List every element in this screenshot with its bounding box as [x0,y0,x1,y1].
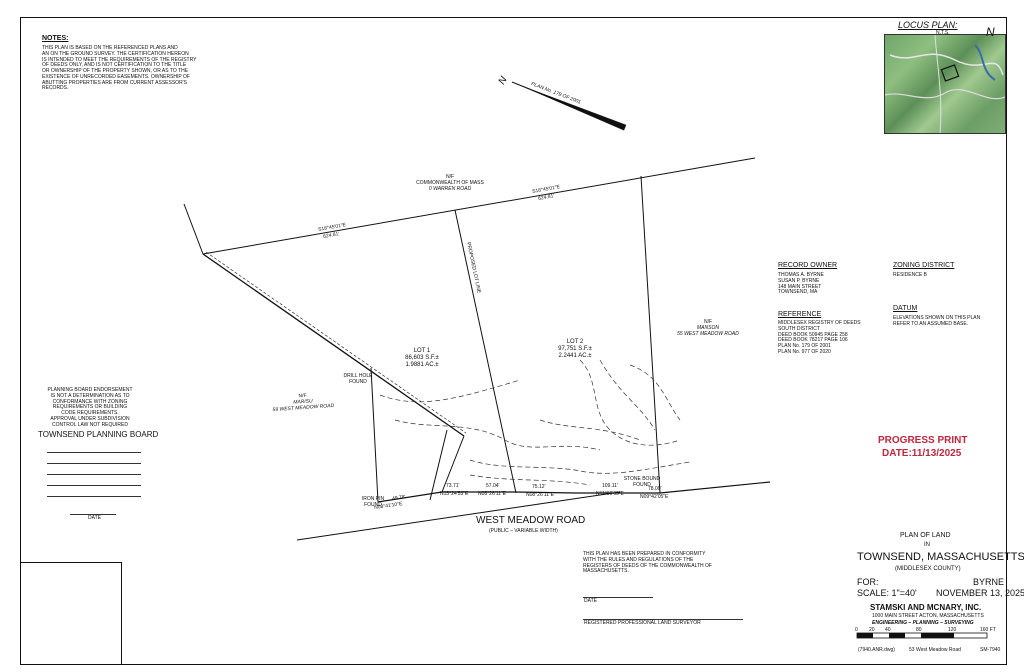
registry-date-line [583,597,653,598]
scale-tick-20: 20 [869,627,875,633]
locus-north-letter: N [986,25,995,39]
rd-bearing-4: N11°09'05"E [596,491,624,497]
for-label: FOR: [857,577,879,587]
dwg-file: (7940.ANR.dwg) [858,647,895,653]
sheet-border [20,17,1007,665]
rd-dist-1: 57.04' [486,483,500,489]
rd-dist-5: 78.00' [648,486,662,492]
datum-text: ELEVATIONS SHOWN ON THIS PLAN REFER TO A… [893,315,981,327]
road-name: WEST MEADOW ROAD [476,515,586,526]
town-title: TOWNSEND, MASSACHUSETTS [857,551,1024,563]
firm-name: STAMSKI AND MCNARY, INC. [870,603,982,612]
board-signature-line-3 [47,474,141,475]
rd-bearing-3: N15°24'53"E [440,491,469,497]
record-owner-heading: RECORD OWNER [778,262,838,269]
reference-heading: REFERENCE [778,311,822,318]
scale-bar [856,632,988,639]
north-arrow [511,81,627,131]
title-in: IN [924,542,930,548]
surveyor-signature-line [583,619,743,620]
plan-of-land: PLAN OF LAND [900,532,951,539]
site-address: 53 West Meadow Road [909,647,961,653]
notes-text: THIS PLAN IS BASED ON THE REFERENCED PLA… [42,45,197,92]
reference-text: MIDDLESEX REGISTRY OF DEEDS SOUTH DISTRI… [778,320,861,355]
progress-date: DATE:11/13/2025 [882,448,962,459]
registry-date-label: DATE [584,598,597,604]
scale-tick-80: 80 [916,627,922,633]
planning-board-title: TOWNSEND PLANNING BOARD [38,430,159,439]
scale-tick-0: 0 [855,627,858,633]
job-number: SM-7940 [980,647,1001,653]
stamp-box [20,562,122,665]
rd-bearing-2: N08°26'11"E [526,492,554,498]
registry-note: THIS PLAN HAS BEEN PREPARED IN CONFORMIT… [583,551,712,575]
rd-dist-3: 73.71' [446,483,460,489]
board-signature-line-2 [47,463,141,464]
scale-tick-120: 120 [948,627,957,633]
scale-tick-40: 40 [885,627,891,633]
progress-print: PROGRESS PRINT [878,435,968,446]
abutter-commonwealth: N/F COMMONWEALTH OF MASS 0 WARREN ROAD [416,174,484,192]
rd-dist-2: 75.12' [532,484,546,490]
datum-heading: DATUM [893,305,918,312]
county: (MIDDLESEX COUNTY) [895,566,961,572]
firm-services: ENGINEERING – PLANNING – SURVEYING [872,620,974,626]
board-signature-line-5 [47,496,141,497]
locus-map [884,34,1006,134]
lot2-label: LOT 2 97,751 S.F.± 2.2441 AC.± [558,339,592,359]
road-note: (PUBLIC – VARIABLE WIDTH) [489,528,558,534]
firm-address: 1000 MAIN STREET ACTON, MASSACHUSETTS [872,613,984,619]
abutter-manson: N/F MANSON 55 WEST MEADOW ROAD [677,319,739,337]
board-signature-line-4 [47,485,141,486]
plan-date: NOVEMBER 13, 2025 [936,588,1024,598]
lot1-label: LOT 1 86,603 S.F.± 1.9881 AC.± [405,348,439,368]
scale-tick-160: 160 FT [980,627,996,633]
board-date-label: DATE [88,515,101,521]
scale-label: SCALE: 1"=40' [857,588,917,598]
locus-title: LOCUS PLAN: [898,20,958,30]
rd-bearing-5: N09°42'05"E [640,494,669,500]
zoning-value: RESIDENCE B [893,272,927,278]
surveyor-label: REGISTERED PROFESSIONAL LAND SURVEYOR [584,620,701,626]
for-value: BYRNE [973,577,1005,587]
record-owner-text: THOMAS A. BYRNE SUSAN P. BYRNE 148 MAIN … [778,272,824,296]
locus-scale: N.T.S. [936,30,950,36]
locus-map-image [885,35,1005,133]
board-signature-line-1 [47,452,141,453]
board-date-line [70,514,116,515]
notes-heading: NOTES: [42,35,69,42]
rd-bearing-1: N08°26'11"E [478,491,506,497]
rd-dist-4: 109.11' [602,483,618,489]
zoning-heading: ZONING DISTRICT [893,262,955,269]
planning-board-endorsement: PLANNING BOARD ENDORSEMENT IS NOT A DETE… [47,387,133,428]
